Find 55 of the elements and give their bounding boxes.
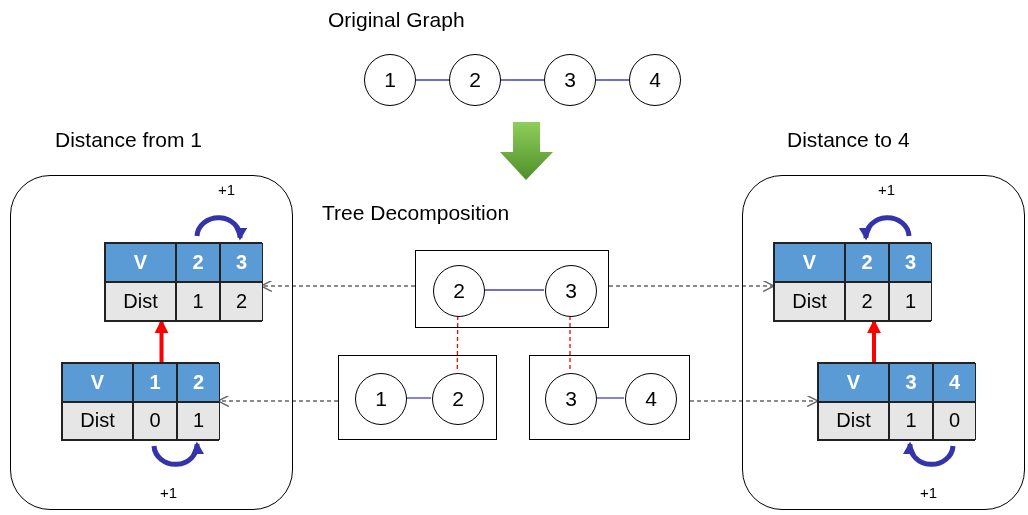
column-header: 4 xyxy=(933,363,976,402)
heading-text: Tree Decomposition xyxy=(322,201,510,225)
table-value: 1 xyxy=(176,282,220,321)
vertex-circle: 1 xyxy=(355,373,407,425)
table-value: Dist xyxy=(774,282,845,321)
bag-box xyxy=(415,250,609,328)
table-value: 0 xyxy=(933,401,976,440)
table-value: 1 xyxy=(177,401,220,440)
arrow xyxy=(689,394,819,408)
distance-table xyxy=(817,362,975,441)
table-value: Dist xyxy=(105,282,176,321)
distance-table xyxy=(773,242,931,322)
column-header: 1 xyxy=(133,363,177,402)
distance-table xyxy=(104,242,262,322)
connector-line xyxy=(483,289,545,291)
table-value: 2 xyxy=(845,282,889,321)
panel-heading: Distance from 1 xyxy=(55,128,203,152)
vertex-circle: 3 xyxy=(544,54,596,106)
vertex-circle: 2 xyxy=(433,265,485,317)
bag-box xyxy=(529,355,690,440)
table-value: 1 xyxy=(889,282,932,321)
arrow xyxy=(154,319,169,362)
connector-line xyxy=(415,79,450,81)
distance-table xyxy=(61,362,219,441)
table-value: 1 xyxy=(889,401,933,440)
column-header: 2 xyxy=(177,363,220,402)
vertex-circle: 2 xyxy=(432,373,484,425)
table-value: Dist xyxy=(62,401,133,440)
column-header: 2 xyxy=(176,243,220,282)
column-header: V xyxy=(774,243,845,282)
connector-line xyxy=(405,397,432,399)
vertex-circle: 3 xyxy=(545,265,597,317)
connector-line xyxy=(595,397,625,399)
column-header: V xyxy=(62,363,133,402)
column-header: 2 xyxy=(845,243,889,282)
arrow xyxy=(867,319,881,362)
connector-line xyxy=(595,79,630,81)
table-value: 2 xyxy=(220,282,263,321)
connector-line xyxy=(500,79,545,81)
vertex-circle: 2 xyxy=(449,54,501,106)
vertex-circle: 1 xyxy=(364,54,416,106)
column-header: 3 xyxy=(889,363,933,402)
column-header: V xyxy=(105,243,176,282)
table-value: 0 xyxy=(133,401,177,440)
panel-heading: Distance to 4 xyxy=(787,128,910,152)
column-header: V xyxy=(818,363,889,402)
table-value: Dist xyxy=(818,401,889,440)
vertex-circle: 4 xyxy=(629,54,681,106)
bag-box xyxy=(338,355,497,440)
column-header: 3 xyxy=(889,243,932,282)
vertex-circle: 4 xyxy=(625,373,677,425)
column-header: 3 xyxy=(220,243,263,282)
vertex-circle: 3 xyxy=(545,373,597,425)
arrow xyxy=(608,279,775,293)
heading-text: Original Graph xyxy=(328,8,465,32)
